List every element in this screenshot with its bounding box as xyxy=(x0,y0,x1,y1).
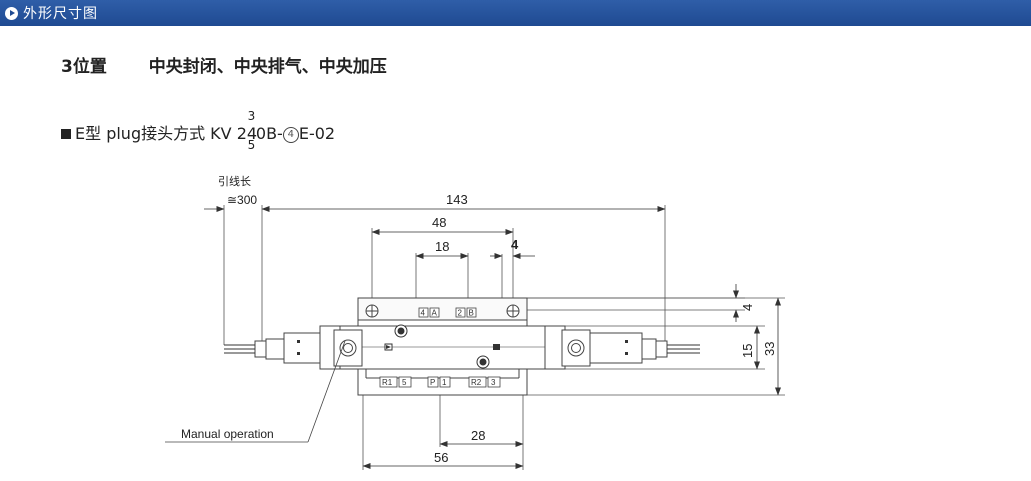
center-functions: 中央封闭、中央排气、中央加压 xyxy=(148,57,387,77)
subtitle: 3位置 中央封闭、中央排气、中央加压 xyxy=(61,52,387,77)
model-stack-mid: 4 xyxy=(246,124,258,143)
port-p-label: P xyxy=(430,378,435,387)
circled-number: 4 xyxy=(282,126,299,143)
model-prefix: E型 plug接头方式 KV 2 xyxy=(75,124,247,143)
dim-28: 28 xyxy=(471,428,485,443)
lead-wire-label: 引线长 xyxy=(218,174,251,188)
port-a-number: 4 xyxy=(421,309,426,318)
dim-18: 18 xyxy=(435,239,449,254)
model-stack-bottom: 5 xyxy=(247,138,256,152)
arrow-right-icon xyxy=(5,6,18,20)
port-r1-label: R1 xyxy=(382,378,393,387)
position-count: 3位置 xyxy=(61,57,107,77)
port-p-number: 1 xyxy=(442,378,447,387)
dim-4-top: 4 xyxy=(511,237,519,252)
dim-4-right: 4 xyxy=(740,304,755,311)
port-b-letter: B xyxy=(469,309,474,318)
section-title: 外形尺寸图 xyxy=(23,6,98,22)
model-mid: 0B- xyxy=(255,124,283,143)
dim-48: 48 xyxy=(432,215,446,230)
port-r1-number: 5 xyxy=(402,378,407,387)
port-b-number: 2 xyxy=(458,309,463,318)
manual-operation-label: Manual operation xyxy=(181,427,274,441)
section-header: 外形尺寸图 xyxy=(0,0,1031,26)
dim-143: 143 xyxy=(446,192,468,207)
port-a-letter: A xyxy=(432,309,438,318)
square-bullet-icon xyxy=(61,129,71,139)
port-r2-number: 3 xyxy=(491,378,496,387)
port-r2-label: R2 xyxy=(471,378,482,387)
model-suffix: E-02 xyxy=(298,124,336,143)
lead-length-value: ≅300 xyxy=(227,193,257,207)
dim-33: 33 xyxy=(762,342,777,356)
dim-15: 15 xyxy=(740,344,755,358)
model-stack-top: 3 xyxy=(247,109,256,123)
dim-56: 56 xyxy=(434,450,448,465)
